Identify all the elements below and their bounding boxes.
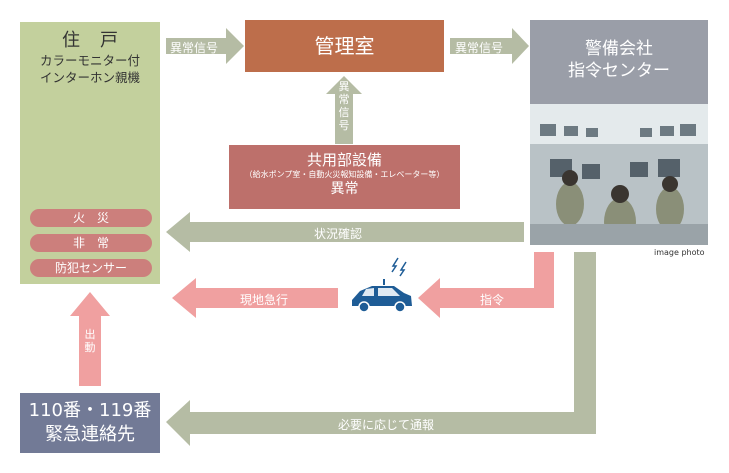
photo-caption: image photo bbox=[654, 248, 705, 257]
label-rush: 現地急行 bbox=[240, 293, 289, 307]
security-center-line1: 警備会社 bbox=[585, 39, 653, 59]
emergency-contact-line1: 110番・119番 bbox=[28, 400, 152, 421]
residence-title: 住戸 bbox=[62, 30, 138, 51]
label-notify: 必要に応じて通報 bbox=[338, 418, 435, 432]
arrow-notify bbox=[166, 252, 596, 446]
shared-facilities-title: 共用部設備 bbox=[306, 151, 382, 169]
management-office-box: 管理室 bbox=[245, 20, 444, 72]
arrow-dispatch bbox=[70, 292, 110, 386]
security-center-line2: 指令センター bbox=[568, 61, 670, 81]
control-room-photo bbox=[530, 104, 708, 245]
label-mgmt-to-center: 異常信号 bbox=[455, 41, 504, 55]
label-res-to-mgmt: 異常信号 bbox=[170, 41, 219, 55]
patrol-car-icon bbox=[352, 257, 412, 313]
alarm-emergency: 非 常 bbox=[30, 234, 152, 252]
arrow-status-check bbox=[166, 212, 524, 252]
shared-facilities-detail: （給水ポンプ室・自動火災報知設備・エレベーター等） bbox=[244, 170, 445, 179]
shared-facilities-box: 共用部設備 （給水ポンプ室・自動火災報知設備・エレベーター等） 異常 bbox=[229, 145, 460, 209]
arrow-shared-to-mgmt bbox=[326, 76, 362, 144]
label-shared-to-mgmt: 異常信号 bbox=[338, 80, 350, 132]
emergency-contact-box: 110番・119番 緊急連絡先 bbox=[20, 393, 160, 453]
label-status-check: 状況確認 bbox=[314, 227, 363, 241]
arrow-res-to-mgmt bbox=[166, 28, 244, 64]
alarm-security-sensor: 防犯センサー bbox=[30, 259, 152, 277]
residence-subtitle-2: インターホン親機 bbox=[39, 70, 140, 85]
label-dispatch: 出動 bbox=[84, 328, 96, 354]
residence-subtitle-1: カラーモニター付 bbox=[39, 53, 140, 68]
residence-box: 住戸 カラーモニター付 インターホン親機 火 災 非 常 防犯センサー bbox=[20, 22, 160, 284]
arrow-mgmt-to-center bbox=[450, 28, 529, 64]
arrow-rush bbox=[172, 278, 338, 318]
label-command: 指令 bbox=[480, 293, 505, 307]
alarm-fire: 火 災 bbox=[30, 209, 152, 227]
security-center-box: 警備会社 指令センター bbox=[530, 20, 708, 245]
emergency-contact-line2: 緊急連絡先 bbox=[45, 424, 135, 445]
arrow-command bbox=[418, 252, 554, 318]
shared-facilities-status: 異常 bbox=[330, 181, 359, 197]
